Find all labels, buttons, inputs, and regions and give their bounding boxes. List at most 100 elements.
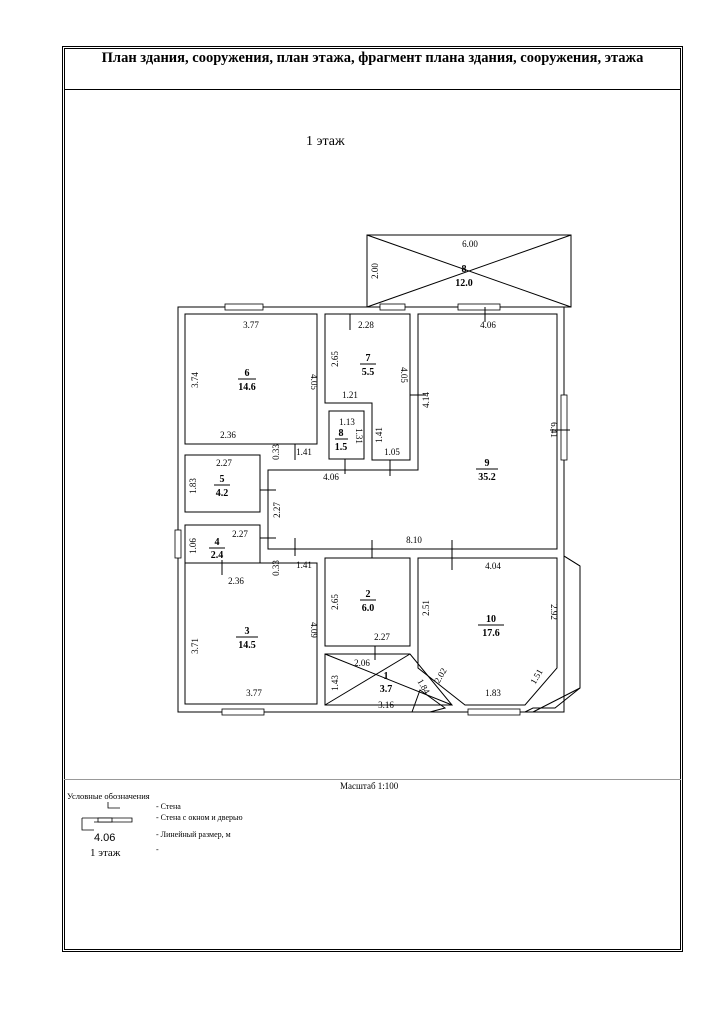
room-9-outline xyxy=(267,313,558,550)
room-area: 2.4 xyxy=(211,550,224,561)
room-number: 7 xyxy=(366,353,371,364)
veranda-diagonal xyxy=(366,234,572,308)
dimension: 1.84 xyxy=(415,677,432,696)
window xyxy=(560,394,568,461)
dimension: 2.36 xyxy=(228,576,244,586)
legend-window-icon xyxy=(97,817,113,823)
sheet-inner-frame xyxy=(64,48,681,950)
room-3-outline xyxy=(184,562,318,705)
room-area: 14.5 xyxy=(238,640,256,651)
bay-wall xyxy=(532,687,581,713)
dimension: 2.51 xyxy=(421,600,431,616)
outer-wall xyxy=(177,306,581,713)
room-7-outline xyxy=(324,313,411,461)
dimension: 1.41 xyxy=(296,560,312,570)
dimension: 1.43 xyxy=(330,675,340,691)
legend-item-wall: - Стена xyxy=(156,802,181,811)
dimension: 8.10 xyxy=(406,535,422,545)
dimension: 2.06 xyxy=(354,658,370,668)
legend-wall-icon xyxy=(107,802,120,809)
dimension: 1.83 xyxy=(188,478,198,494)
title-band xyxy=(64,48,681,90)
room-number: 6 xyxy=(245,368,250,379)
dimension: 2.36 xyxy=(220,430,236,440)
dimension: 3.77 xyxy=(246,688,262,698)
dimension: 2.28 xyxy=(358,320,374,330)
legend-item-window-wall: - Стена с окном и дверью xyxy=(156,813,243,822)
dimension: 2.27 xyxy=(272,502,282,518)
dimension: 2.00 xyxy=(370,263,380,279)
room-number: 5 xyxy=(220,474,225,485)
floor-label: 1 этаж xyxy=(306,134,345,149)
dimension: 6.41 xyxy=(549,422,559,438)
dimension: 6.00 xyxy=(462,239,478,249)
dimension: 2.92 xyxy=(549,604,559,620)
window xyxy=(457,303,501,311)
dimension: 2.27 xyxy=(374,632,390,642)
dimension: 1.05 xyxy=(384,447,400,457)
room-area: 4.2 xyxy=(216,488,229,499)
room-number: 8 xyxy=(339,428,344,439)
dimension: 2.02 xyxy=(432,666,449,685)
dimension: 4.09 xyxy=(309,622,319,638)
room-number: 1 xyxy=(384,671,389,682)
dimension: 2.65 xyxy=(330,594,340,610)
legend-sample-floor: 1 этаж xyxy=(90,847,121,859)
window xyxy=(467,708,521,716)
legend-item-blank: - xyxy=(156,845,159,854)
scale-label: Масштаб 1:100 xyxy=(340,781,399,791)
room-number: 2 xyxy=(366,589,371,600)
room-6-outline xyxy=(184,313,318,445)
dimension: 2.27 xyxy=(216,458,232,468)
dimension: 1.13 xyxy=(339,417,355,427)
room-area: 35.2 xyxy=(478,472,496,483)
window xyxy=(379,303,406,311)
dimension: 1.21 xyxy=(342,390,358,400)
dimension: 1.31 xyxy=(354,428,364,444)
room-area: 5.5 xyxy=(362,367,375,378)
window xyxy=(224,303,264,311)
dimension: 4.05 xyxy=(309,374,319,390)
dimension: 1.51 xyxy=(528,667,545,686)
room-1-diagonal xyxy=(324,653,453,706)
legend-sample-dimension: 4.06 xyxy=(94,832,116,844)
dimension: 4.06 xyxy=(480,320,496,330)
legend-divider xyxy=(64,779,681,780)
dimension: 1.83 xyxy=(485,688,501,698)
room-10-outline xyxy=(417,557,558,706)
room-number: 10 xyxy=(486,614,496,625)
room-number: 9 xyxy=(485,458,490,469)
dimension: 2.65 xyxy=(330,351,340,367)
dimension: 4.05 xyxy=(399,367,409,383)
room-area: 14.6 xyxy=(238,382,256,393)
legend-title: Условные обозначения xyxy=(67,791,150,801)
room-area: 17.6 xyxy=(482,628,500,639)
room-area: 1.5 xyxy=(335,442,348,453)
dimension: 1.06 xyxy=(188,538,198,554)
window xyxy=(174,529,182,559)
room-1-diagonal xyxy=(324,653,411,706)
room-8b-outline xyxy=(328,410,365,460)
sheet-outer-frame xyxy=(62,46,683,952)
document-title: План здания, сооружения, план этажа, фра… xyxy=(101,50,644,66)
dimension: 4.06 xyxy=(323,472,339,482)
dimension: 4.14 xyxy=(421,392,431,408)
room-number: 8 xyxy=(462,264,467,275)
window xyxy=(221,708,265,716)
dimension: 3.71 xyxy=(190,638,200,654)
dimension: 1.41 xyxy=(374,427,384,443)
dimension: 3.74 xyxy=(190,372,200,388)
dimension: 3.77 xyxy=(243,320,259,330)
dimension: 4.04 xyxy=(485,561,501,571)
dimension: 0.33 xyxy=(271,444,281,460)
dimension: 1.41 xyxy=(296,447,312,457)
legend-item-dimension: - Линейный размер, м xyxy=(156,830,231,839)
room-number: 4 xyxy=(215,537,220,548)
dimension: 2.27 xyxy=(232,529,248,539)
room-area: 3.7 xyxy=(380,684,393,695)
room-5-outline xyxy=(184,454,261,513)
dimension: 3.16 xyxy=(378,700,394,710)
room-area: 12.0 xyxy=(455,278,473,289)
room-area: 6.0 xyxy=(362,603,375,614)
